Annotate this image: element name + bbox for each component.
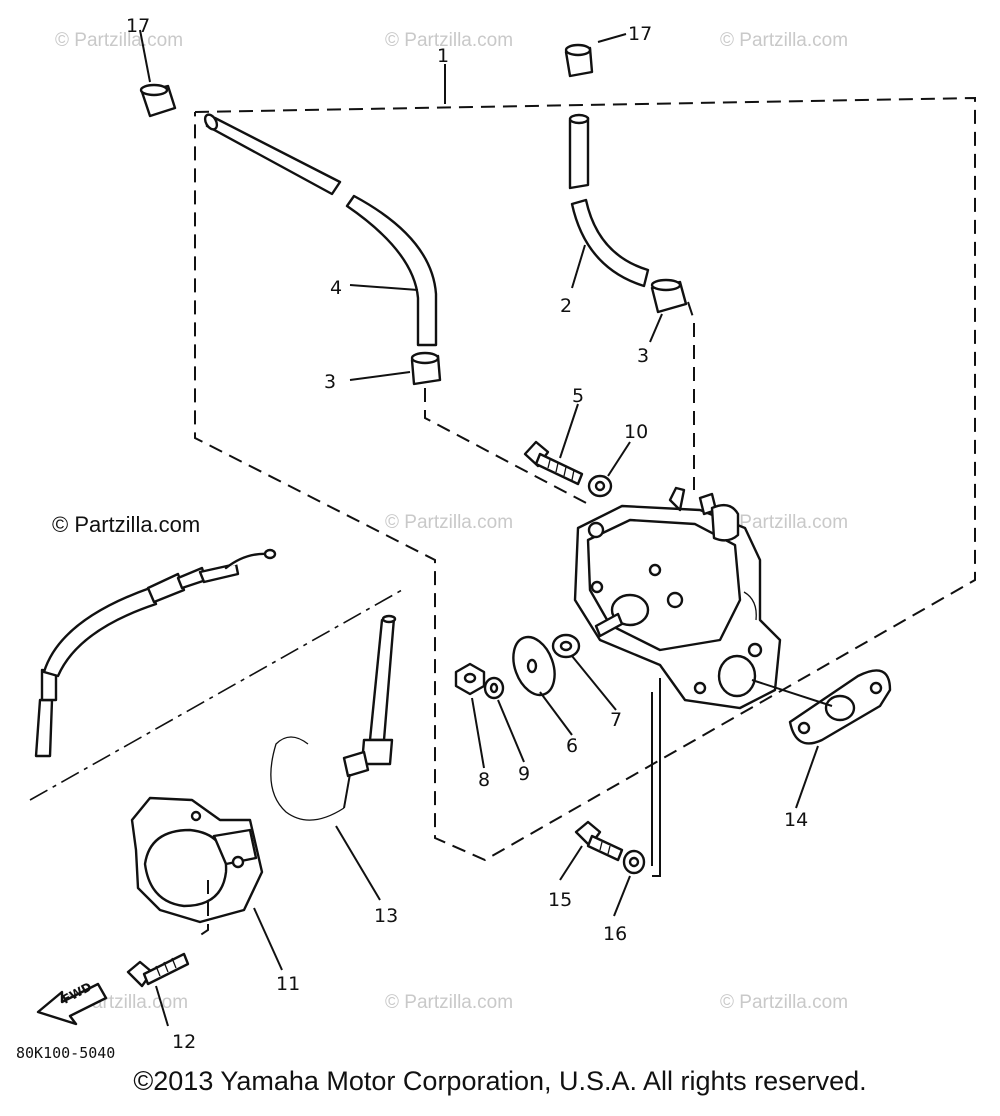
watermarks: © Partzilla.com © Partzilla.com © Partzi… [52, 30, 848, 1013]
callout-5: 5 [572, 385, 584, 407]
path-hose-4-to-pump [424, 388, 591, 506]
bolt-5 [523, 440, 584, 486]
callout-2: 2 [560, 295, 572, 317]
leader-10 [607, 441, 631, 477]
callout-8: 8 [478, 769, 490, 791]
callout-17-left: 17 [126, 15, 150, 37]
collar-3-right [650, 278, 688, 314]
leader-11 [253, 907, 283, 971]
leader-7 [571, 655, 617, 711]
collar-17-right [564, 43, 594, 78]
leader-13 [335, 825, 381, 901]
washer-16 [622, 849, 646, 875]
watermark-mid-center: © Partzilla.com [385, 512, 513, 533]
nut-8 [454, 662, 486, 696]
watermark-bottom-center: © Partzilla.com [385, 992, 513, 1013]
washer-9 [483, 676, 505, 700]
leader-4 [349, 284, 419, 291]
watermark-top-left: © Partzilla.com [55, 30, 183, 51]
callout-4: 4 [330, 277, 342, 299]
callout-3-right: 3 [637, 345, 649, 367]
callout-9: 9 [518, 763, 530, 785]
assembly-boundary-dashed [194, 96, 976, 862]
sensor-13 [270, 614, 397, 821]
watermark-top-right: © Partzilla.com [720, 30, 848, 51]
callout-1: 1 [437, 45, 449, 67]
leader-14 [795, 745, 819, 809]
leader-3-left [349, 371, 411, 381]
callout-15: 15 [548, 889, 572, 911]
leader-17-left [139, 29, 151, 83]
leader-3-right [649, 313, 663, 343]
callout-14: 14 [784, 809, 808, 831]
screw-12 [126, 952, 190, 988]
watermark-top-center: © Partzilla.com [385, 30, 513, 51]
leader-14-path [751, 679, 833, 707]
callout-13: 13 [374, 905, 398, 927]
leader-8 [471, 697, 485, 769]
pump-cover-11 [130, 796, 264, 924]
callout-17-right: 17 [628, 23, 652, 45]
callout-11: 11 [276, 973, 300, 995]
leader-6 [539, 691, 573, 736]
washer-10 [587, 474, 613, 498]
callout-16: 16 [603, 923, 627, 945]
copyright-notice: ©2013 Yamaha Motor Corporation, U.S.A. A… [133, 1066, 867, 1096]
callout-7: 7 [610, 709, 622, 731]
leader-12 [155, 985, 169, 1027]
oil-pump-body [573, 486, 782, 710]
drawing-code: 80K100-5040 [16, 1044, 115, 1062]
callout-numbers: 1 2 3 3 4 5 6 7 8 9 10 11 12 13 14 15 16… [126, 15, 808, 1053]
oil-pump-cable [34, 548, 277, 758]
leader-16 [613, 875, 631, 917]
plate-6 [512, 635, 556, 697]
watermark-bottom-right: © Partzilla.com [720, 992, 848, 1013]
leader-5 [559, 403, 579, 459]
callout-10: 10 [624, 421, 648, 443]
leader-15 [559, 845, 583, 881]
callout-3-left: 3 [324, 371, 336, 393]
watermark-mid-left: © Partzilla.com [52, 512, 200, 537]
leader-17-right [597, 33, 627, 43]
hose-4 [203, 113, 438, 347]
leader-pump-to-16 [652, 678, 661, 877]
washer-7 [551, 633, 581, 659]
callout-6: 6 [566, 735, 578, 757]
leader-9 [497, 699, 525, 763]
watermark-mid-right: © Partzilla.com [720, 512, 848, 533]
collar-3-left [410, 351, 442, 386]
bolt-15 [574, 820, 624, 862]
hose-2 [568, 113, 650, 288]
gasket-14 [788, 669, 892, 745]
path-hose-2-to-pump [687, 301, 695, 490]
leader-2 [571, 244, 586, 289]
forward-arrow-icon: FWD [36, 980, 108, 1026]
collar-17-left [139, 83, 177, 118]
path-cover-to-screw [195, 880, 209, 939]
callout-12: 12 [172, 1031, 196, 1053]
